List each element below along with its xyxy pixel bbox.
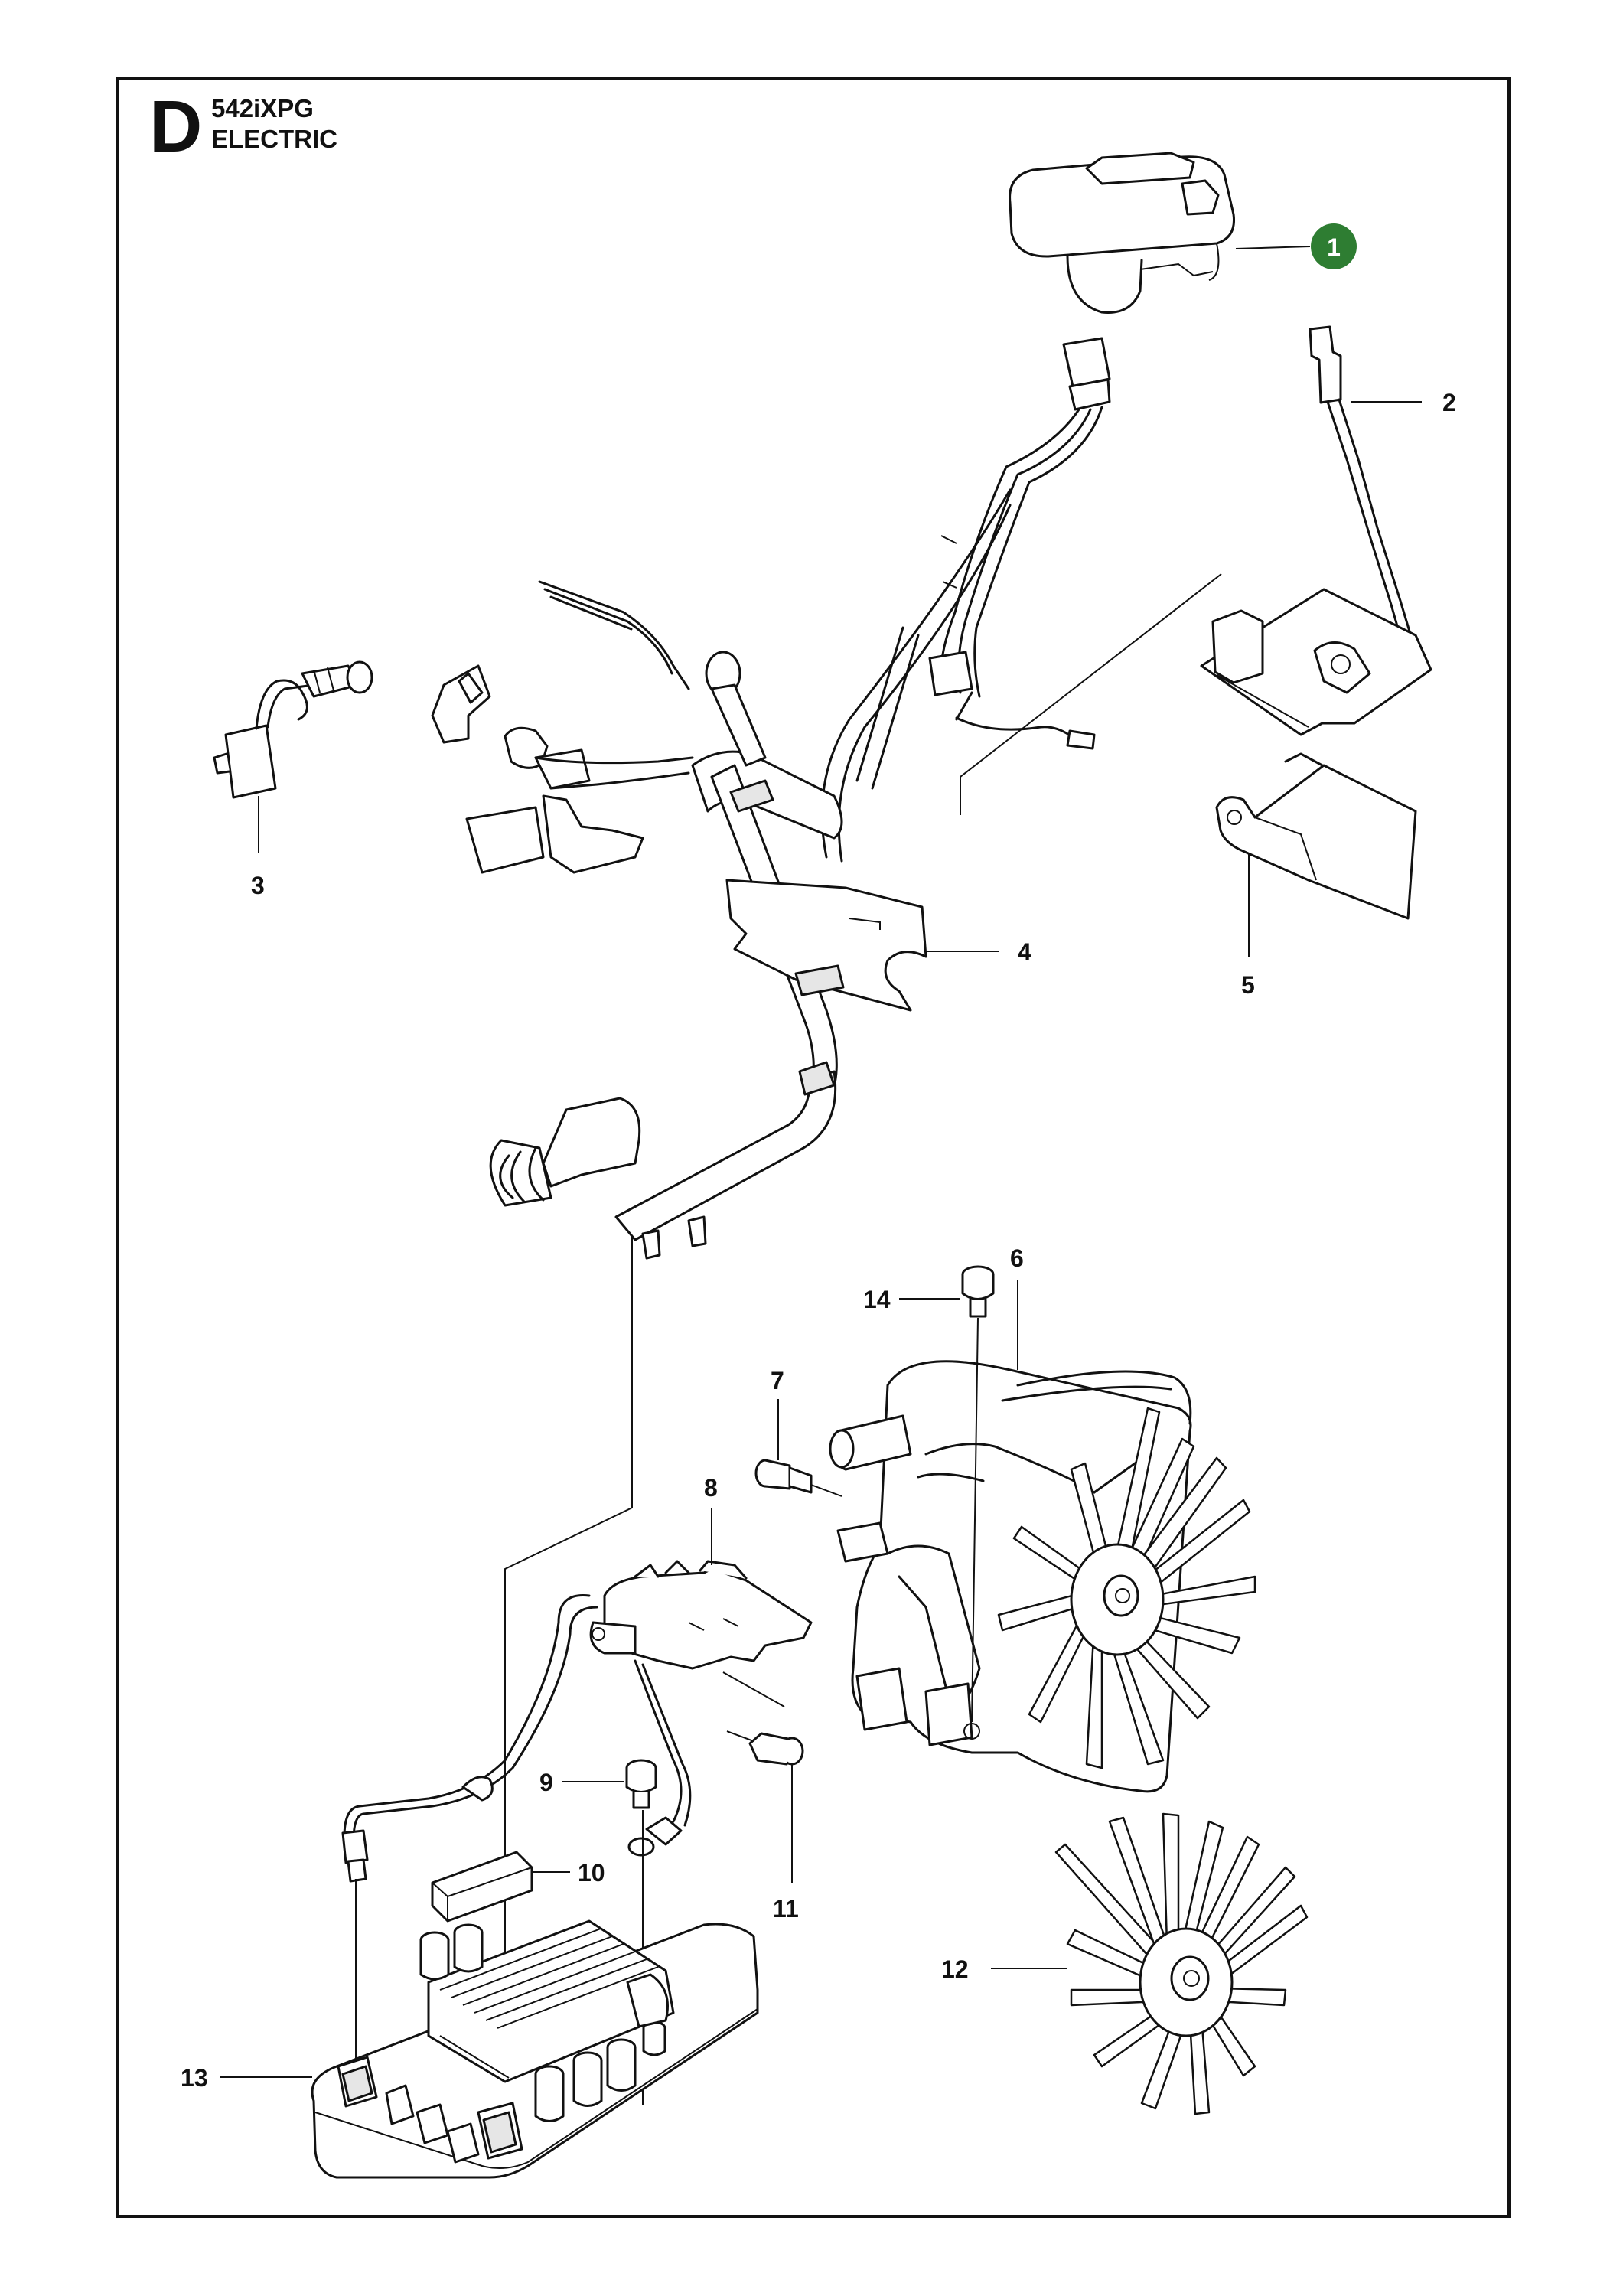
part-3-stop-switch[interactable] <box>213 660 373 799</box>
coil-wires <box>341 1236 692 1982</box>
callout-9-label: 9 <box>539 1769 553 1796</box>
part-4-wiring-harness[interactable] <box>431 337 1222 1260</box>
callout-8-label: 8 <box>704 1474 718 1502</box>
callout-3-label: 3 <box>251 872 265 899</box>
part-6-generator[interactable] <box>829 1360 1256 1793</box>
callouts: 1 2 3 4 5 6 7 <box>181 223 1456 2092</box>
part-7-screw[interactable] <box>754 1459 842 1497</box>
callout-13-label: 13 <box>181 2064 208 2092</box>
callout-2[interactable]: 2 <box>1351 389 1456 416</box>
callout-1-label: 1 <box>1327 233 1341 261</box>
callout-12[interactable]: 12 <box>941 1955 1067 1983</box>
callout-9[interactable]: 9 <box>539 1769 624 1796</box>
part-1-switch-cover[interactable] <box>1009 152 1236 314</box>
callout-4[interactable]: 4 <box>926 938 1031 966</box>
callout-5[interactable]: 5 <box>1241 853 1255 999</box>
part-14-screw[interactable] <box>961 1265 995 1740</box>
callout-8[interactable]: 8 <box>704 1474 718 1565</box>
diagram-frame <box>116 77 1511 2218</box>
callout-3[interactable]: 3 <box>251 796 265 899</box>
callout-7-label: 7 <box>771 1367 784 1394</box>
part-8-ignition-coil[interactable] <box>589 1560 813 1707</box>
callout-14-label: 14 <box>863 1286 891 1313</box>
callout-10-label: 10 <box>578 1859 605 1887</box>
callout-12-label: 12 <box>941 1955 969 1983</box>
callout-2-label: 2 <box>1442 389 1456 416</box>
part-2-sensor-lead[interactable] <box>1200 325 1432 736</box>
callout-5-label: 5 <box>1241 971 1255 999</box>
callout-7[interactable]: 7 <box>771 1367 784 1460</box>
callout-6-label: 6 <box>1010 1244 1024 1272</box>
part-13-control-module[interactable] <box>311 1879 759 2179</box>
part-11-screw[interactable] <box>726 1730 804 1766</box>
callout-1-badge <box>1311 223 1357 269</box>
group-name: ELECTRIC <box>211 125 337 153</box>
generator-fan <box>997 1407 1256 1769</box>
callout-10[interactable]: 10 <box>532 1859 605 1887</box>
callout-13[interactable]: 13 <box>181 2064 312 2092</box>
section-letter: D <box>149 86 203 168</box>
callout-11-label: 11 <box>773 1895 799 1923</box>
callout-1[interactable]: 1 <box>1235 223 1357 269</box>
title-block: 542iXPG ELECTRIC <box>211 93 337 155</box>
callout-11[interactable]: 11 <box>773 1765 799 1923</box>
part-12-fan-wheel[interactable] <box>1054 1812 1309 2115</box>
part-10-insulator[interactable] <box>431 1851 533 1923</box>
model-name: 542iXPG <box>211 94 314 122</box>
callout-4-label: 4 <box>1018 938 1031 966</box>
callout-6[interactable]: 6 <box>1010 1244 1024 1370</box>
part-5-bracket[interactable] <box>1215 752 1417 920</box>
callout-14[interactable]: 14 <box>863 1286 960 1313</box>
